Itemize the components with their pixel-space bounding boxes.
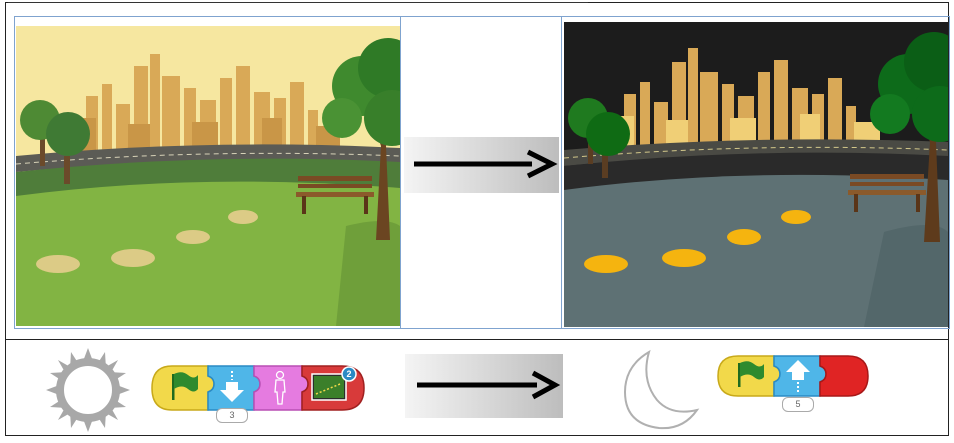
move-up-count[interactable]: 5 [782, 397, 814, 412]
person-icon[interactable] [254, 366, 308, 410]
move-down-count[interactable]: 3 [216, 408, 248, 423]
change-scene-badge: 2 [343, 368, 355, 380]
end-block-icon[interactable] [820, 356, 868, 396]
green-flag-icon[interactable] [152, 366, 214, 410]
sun-icon [40, 342, 136, 438]
right-arrow-icon [405, 354, 563, 418]
moon-icon [613, 344, 703, 434]
night-script-blocks: 5 [716, 352, 872, 416]
right-arrow-icon [404, 137, 559, 193]
move-up-icon[interactable] [774, 356, 826, 396]
transition-arrow-bottom [405, 354, 563, 418]
top-rule [8, 2, 588, 3]
top-divider-left [400, 16, 401, 329]
transition-arrow-top [404, 137, 559, 193]
row-divider [5, 339, 949, 340]
green-flag-icon[interactable] [718, 356, 780, 396]
top-divider-right [561, 16, 562, 329]
move-down-icon[interactable] [208, 366, 260, 410]
day-script-blocks: 3 2 [150, 362, 366, 426]
